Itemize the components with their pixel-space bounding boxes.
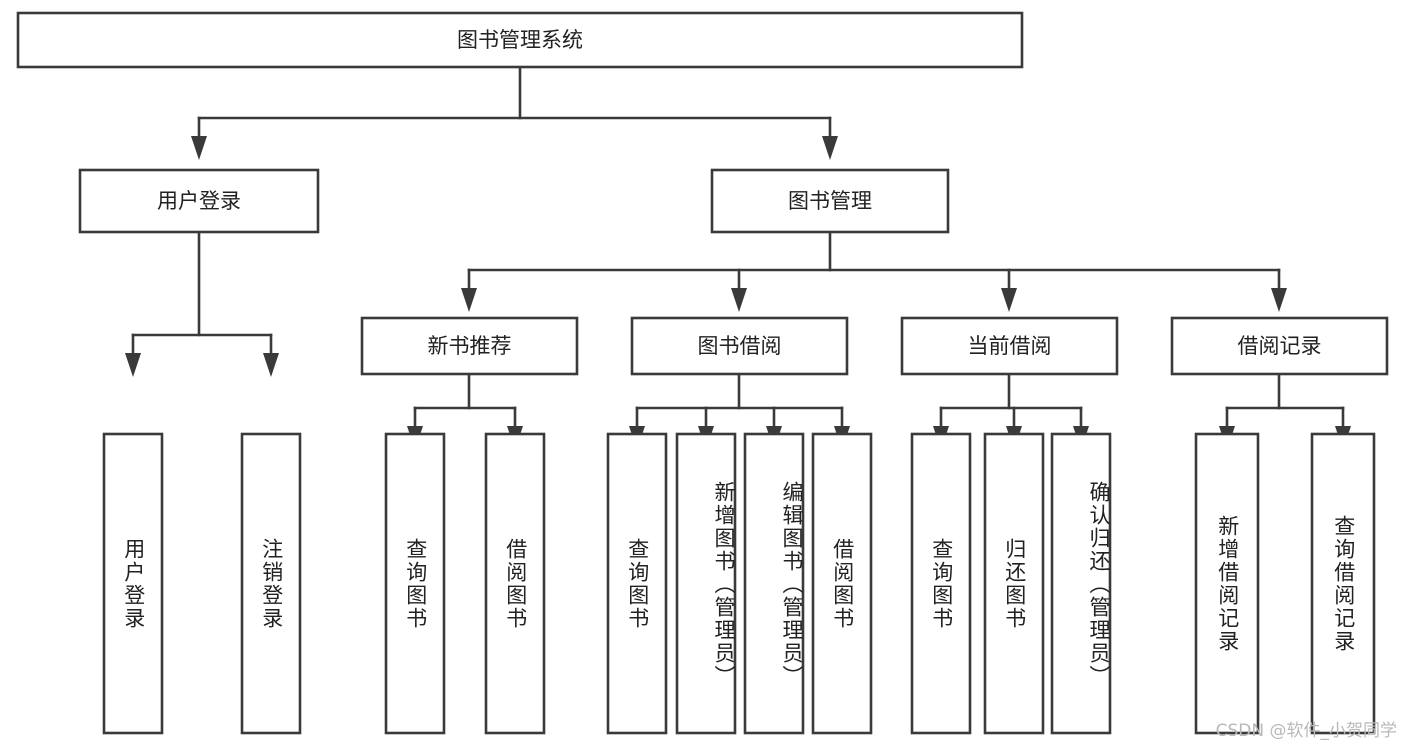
node-box-root[interactable] <box>16 11 1024 69</box>
connector-root-to-level2 <box>191 65 838 160</box>
connectors-layer <box>125 65 1351 450</box>
node-box-leaf-confirm-return-admin[interactable] <box>1050 432 1112 735</box>
node-box-leaf-borrow-book[interactable] <box>811 432 873 735</box>
node-box-leaf-logout[interactable] <box>240 432 302 735</box>
node-label-borrow-record: 借阅记录 <box>1238 334 1322 358</box>
arrow-head-icon <box>1271 288 1287 312</box>
node-label-current-borrow: 当前借阅 <box>968 334 1052 358</box>
connector-user-login-to-leaves <box>125 230 279 377</box>
node-label-book-manage: 图书管理 <box>788 189 872 213</box>
arrow-head-icon <box>731 288 747 312</box>
node-label-root: 图书管理系统 <box>457 28 583 52</box>
node-box-leaf-return-book[interactable] <box>983 432 1045 735</box>
node-box-leaf-query-book-current[interactable] <box>910 432 972 735</box>
arrow-head-icon <box>191 136 207 160</box>
node-box-new-book-recommend[interactable] <box>360 316 579 376</box>
arrow-head-icon <box>461 288 477 312</box>
node-box-book-borrow[interactable] <box>630 316 849 376</box>
node-box-leaf-add-book-admin[interactable] <box>675 432 737 735</box>
arrow-head-icon <box>1001 288 1017 312</box>
arrow-head-icon <box>125 353 141 377</box>
watermark-text: CSDN @软件_小贺同学 <box>1215 721 1397 741</box>
node-box-user-login[interactable] <box>78 168 320 234</box>
node-label-user-login: 用户登录 <box>157 189 241 213</box>
node-box-book-manage[interactable] <box>710 168 950 234</box>
node-box-leaf-add-borrow-record[interactable] <box>1194 432 1260 735</box>
connector-new-book-recommend-to-leaves <box>407 372 523 450</box>
node-box-leaf-query-borrow-record[interactable] <box>1310 432 1376 735</box>
node-label-new-book-recommend: 新书推荐 <box>428 334 512 358</box>
node-box-borrow-record[interactable] <box>1170 316 1389 376</box>
node-label-book-borrow: 图书借阅 <box>698 334 782 358</box>
arrow-head-icon <box>822 136 838 160</box>
node-box-leaf-edit-book-admin[interactable] <box>743 432 805 735</box>
arrow-head-icon <box>263 353 279 377</box>
connector-book-manage-to-level3 <box>461 230 1287 312</box>
node-box-leaf-user-login[interactable] <box>102 432 164 735</box>
node-box-leaf-query-book-borrow[interactable] <box>606 432 668 735</box>
node-boxes-layer <box>16 11 1389 735</box>
node-box-current-borrow[interactable] <box>900 316 1119 376</box>
node-box-leaf-query-book-rec[interactable] <box>384 432 446 735</box>
node-box-leaf-borrow-book-rec[interactable] <box>484 432 546 735</box>
